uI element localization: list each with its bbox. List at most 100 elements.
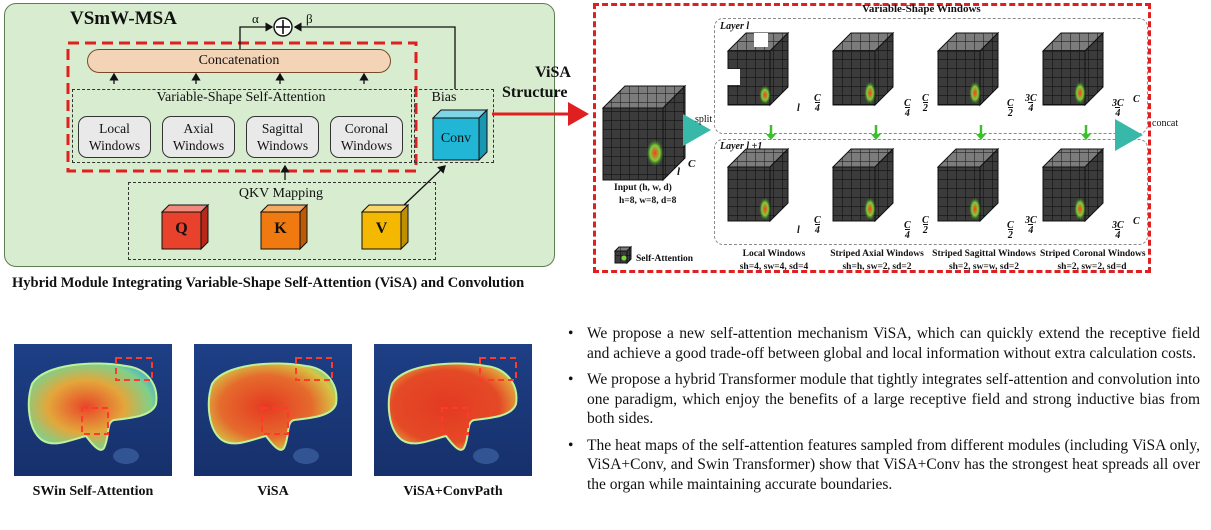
v-label: V: [375, 220, 388, 237]
frac-num: C: [1007, 98, 1014, 109]
window-line2: Windows: [172, 138, 225, 153]
beta-label: β: [306, 11, 313, 26]
qkv-label: QKV Mapping: [238, 186, 324, 201]
layer-l-label: Layer l: [720, 21, 750, 32]
frac-num: C: [922, 215, 929, 226]
k-label: K: [274, 220, 287, 237]
split-label: split: [695, 114, 713, 125]
qkv-group: [128, 182, 436, 260]
frac-den: 4: [814, 224, 820, 236]
window-line1: Coronal: [344, 121, 389, 136]
k-cube: [259, 203, 309, 251]
frac-den: 2: [1007, 229, 1013, 241]
heatmap-swin: [14, 344, 172, 476]
layer-l-panel: [714, 18, 1148, 134]
layer-l1-panel: [714, 139, 1148, 245]
q-cube: [160, 203, 210, 251]
window-line1: Local: [99, 121, 130, 136]
heatmap-visa: [194, 344, 352, 476]
frac-bot-1-a: l: [797, 225, 800, 236]
frac-num: 3C: [1025, 93, 1037, 104]
frac-num: C: [814, 215, 821, 226]
frac-den: 2: [922, 102, 928, 114]
local-windows-caption: Local Windows: [742, 249, 806, 259]
window-line1: Axial: [183, 121, 214, 136]
red-dashed-region: [66, 41, 418, 173]
concat-label: concat: [1152, 118, 1179, 129]
frac-den: 4: [904, 229, 910, 241]
bias-label: Bias: [431, 90, 457, 105]
frac-num: C: [922, 93, 929, 104]
visa-label-line1: ViSA: [535, 64, 571, 81]
axial-windows-params: sh=h, sw=2, sd=2: [842, 262, 912, 272]
window-line2: Windows: [340, 138, 393, 153]
window-line2: Windows: [88, 138, 141, 153]
module-title: VSmW-MSA: [70, 8, 177, 29]
list-item: We propose a new self-attention mechanis…: [566, 324, 1200, 363]
bottom-window-cubes: [726, 147, 1105, 223]
visa-arrow: [492, 102, 589, 126]
frac-top-4-b: C: [1133, 94, 1140, 105]
window-line2: Windows: [256, 138, 309, 153]
concatenation-block: Concatenation: [87, 49, 391, 73]
v-cube: [360, 203, 410, 251]
frac-den: 4: [814, 102, 820, 114]
layer-l1-label: Layer l +1: [720, 141, 763, 152]
axial-windows-caption: Striped Axial Windows: [830, 249, 924, 259]
frac-den: 4: [1028, 102, 1034, 114]
frac-num: 3C: [1025, 215, 1037, 226]
frac-num: 3C: [1112, 98, 1124, 109]
q-label: Q: [175, 220, 188, 237]
structure-title: Variable-Shape Windows: [862, 3, 981, 15]
input-dims: h=8, w=8, d=8: [619, 196, 677, 206]
alpha-label: α: [252, 11, 259, 26]
structure-graphics: [601, 31, 1143, 265]
frac-num: 3C: [1112, 220, 1124, 231]
conv-cube: [431, 108, 489, 162]
frac-num: C: [904, 98, 911, 109]
frac-den: 4: [904, 107, 910, 119]
coronal-windows-caption: Striped Coronal Windows: [1040, 249, 1146, 259]
sagittal-windows-params: sh=2, sw=w, sd=2: [948, 262, 1020, 272]
window-line1: Sagittal: [261, 121, 304, 136]
frac-top-1-a: l: [797, 103, 800, 114]
top-window-cubes: [726, 31, 1105, 107]
heatmap-visa-convpath: [374, 344, 532, 476]
list-item: We propose a hybrid Transformer module t…: [566, 370, 1200, 429]
frac-den: 4: [1028, 224, 1034, 236]
conv-label: Conv: [440, 131, 472, 146]
input-l-symbol: l: [677, 166, 681, 178]
list-item: The heat maps of the self-attention feat…: [566, 436, 1200, 495]
local-windows-params: sh=4, sw=4, sd=4: [739, 262, 809, 272]
frac-den: 4: [1115, 229, 1121, 241]
coronal-windows-params: sh=2, sw=2, sd=d: [1057, 262, 1127, 272]
contribution-list: We propose a new self-attention mechanis…: [566, 324, 1200, 501]
heatmap-caption-visa: ViSA: [257, 484, 289, 499]
heatmap-caption-swin: SWin Self-Attention: [32, 484, 154, 499]
vssa-label: Variable-Shape Self-Attention: [156, 90, 326, 105]
input-label: Input (h, w, d): [614, 183, 672, 193]
hybrid-caption: Hybrid Module Integrating Variable-Shape…: [12, 275, 525, 291]
hybrid-connectors: [66, 17, 489, 251]
vssa-group: [72, 89, 412, 163]
frac-num: C: [1007, 220, 1014, 231]
frac-num: C: [814, 93, 821, 104]
self-attention-legend-cube: [613, 245, 633, 265]
legend-label: Self-Attention: [636, 254, 693, 264]
frac-den: 2: [922, 224, 928, 236]
